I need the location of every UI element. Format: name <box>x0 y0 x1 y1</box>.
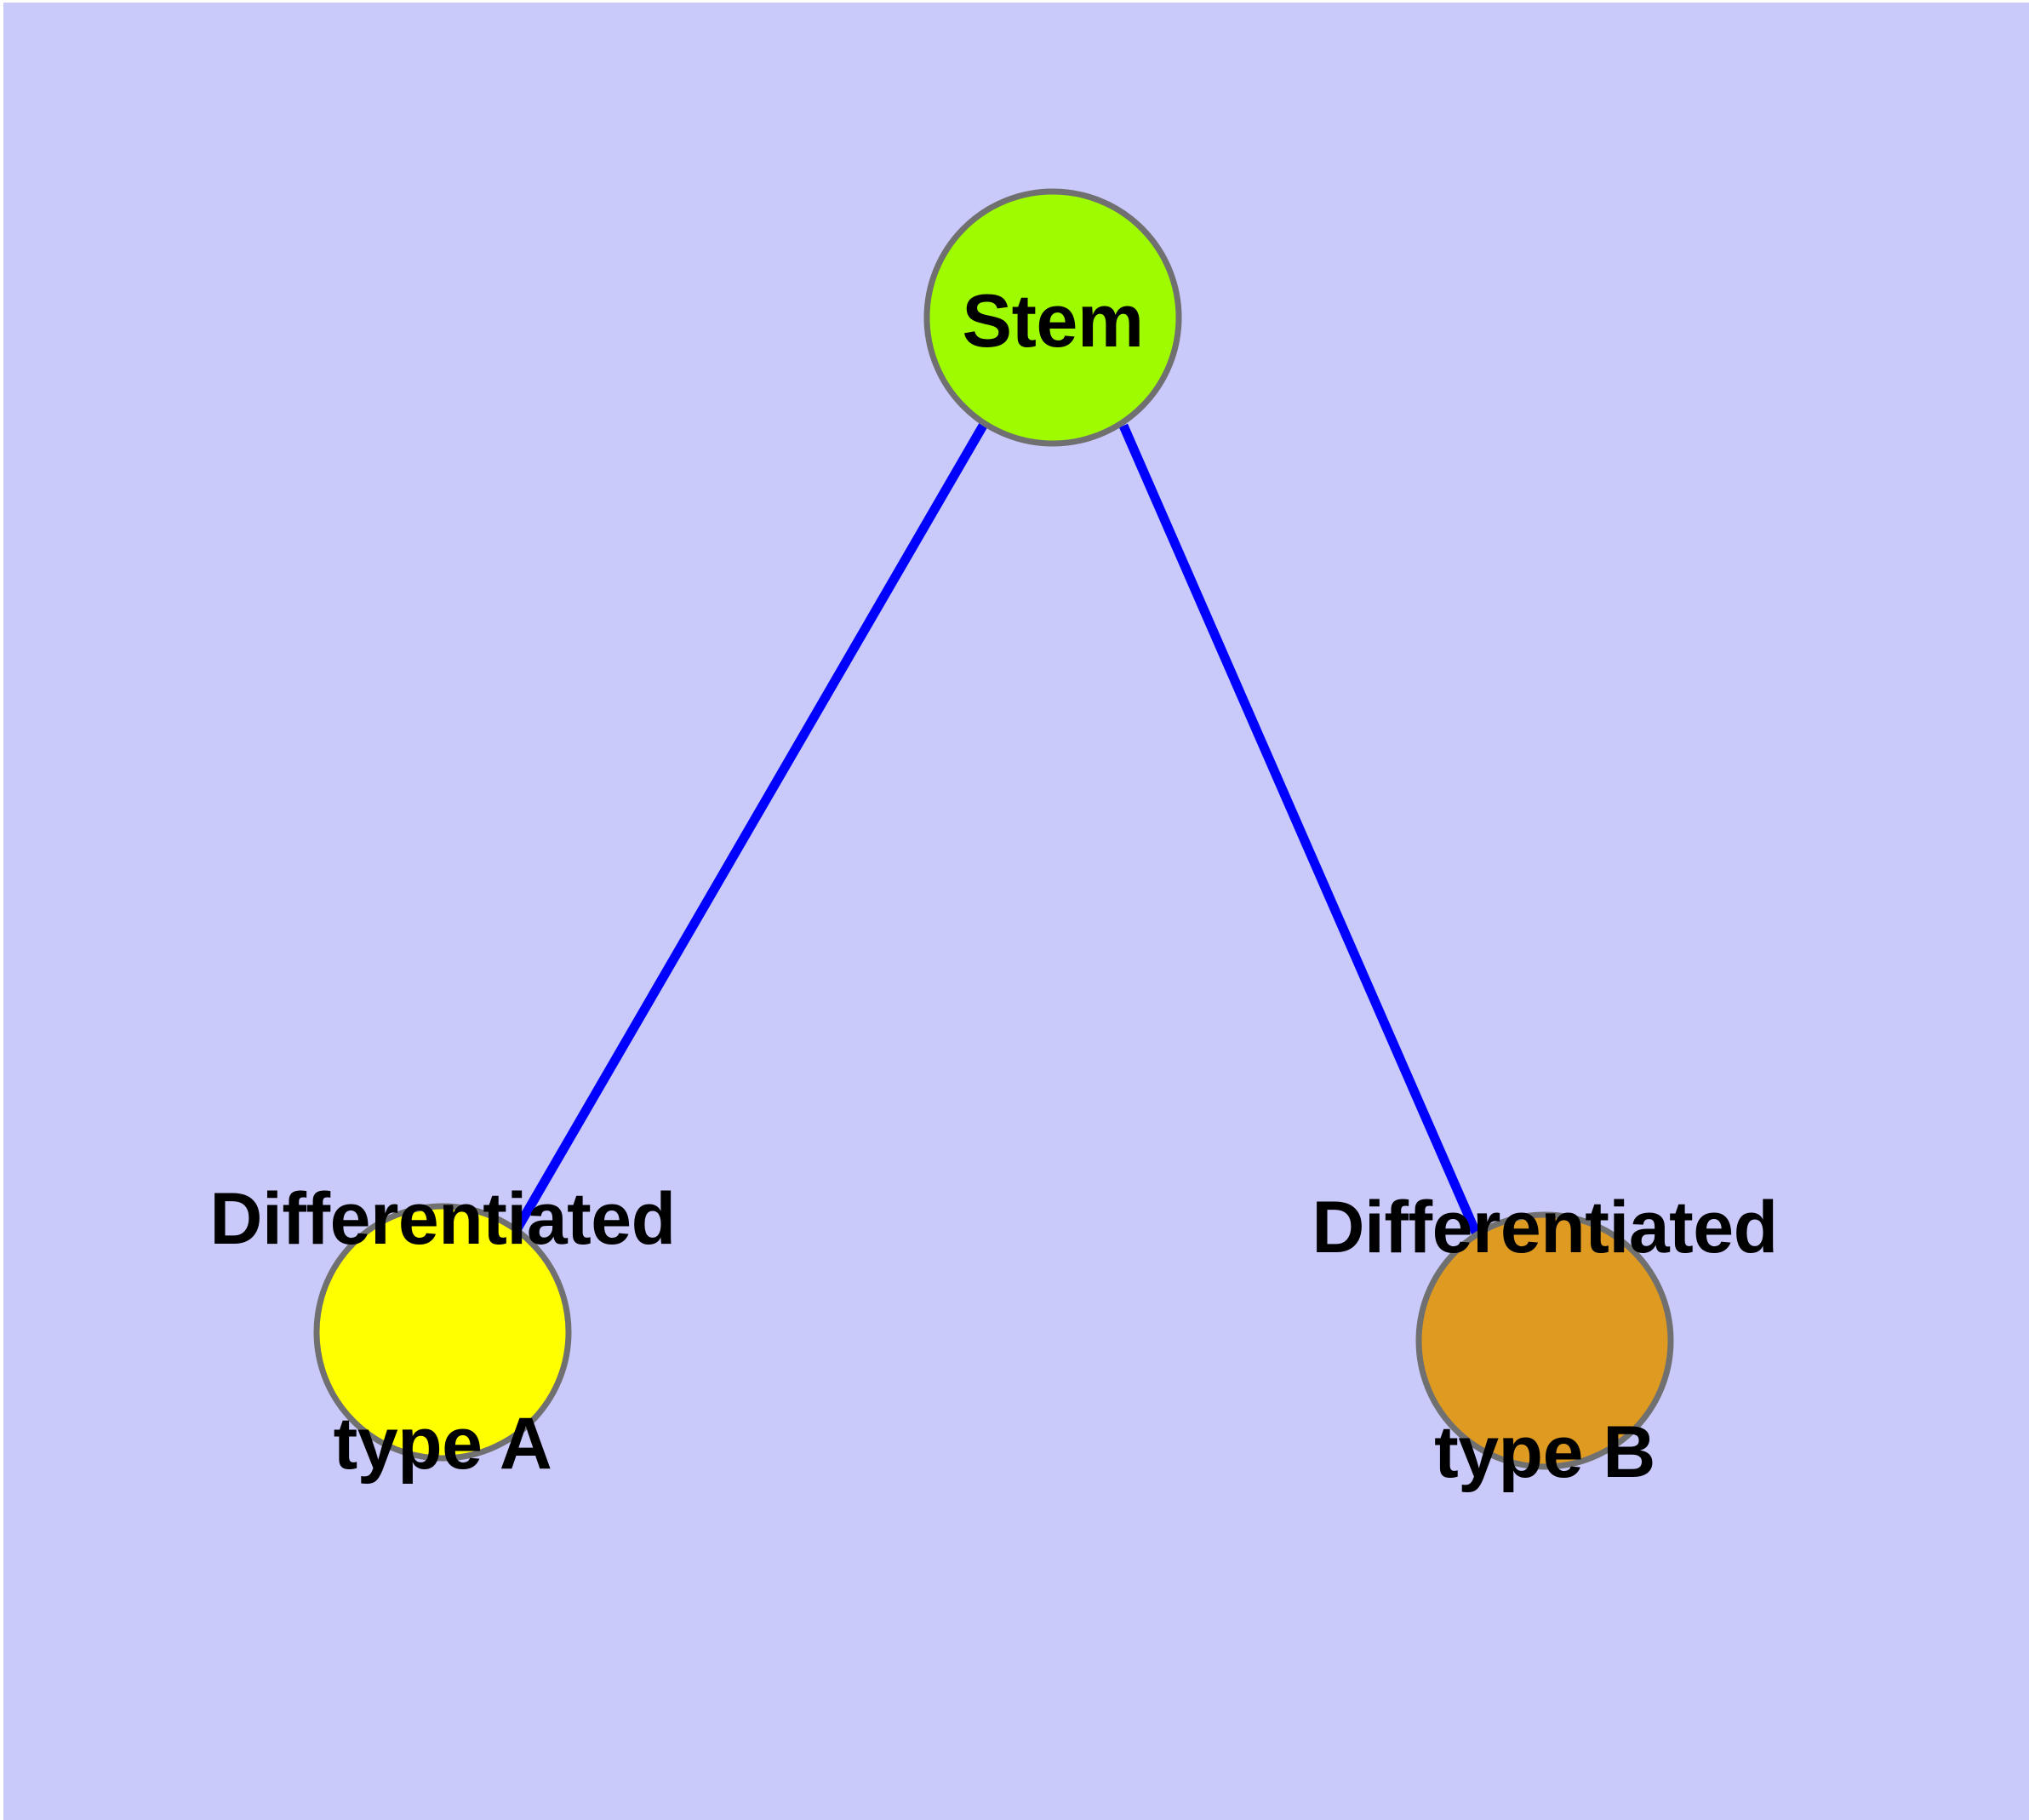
node-stem-circle[interactable] <box>923 188 1182 447</box>
edge-layer <box>513 423 1482 1237</box>
node-differentiated-type-a-circle[interactable] <box>313 1203 572 1462</box>
edge-stem-to-differentiated-type-a <box>513 423 987 1231</box>
node-differentiated-type-b-circle[interactable] <box>1415 1211 1674 1470</box>
edge-stem-to-differentiated-type-b <box>1118 423 1482 1237</box>
node-layer <box>313 188 1674 1470</box>
